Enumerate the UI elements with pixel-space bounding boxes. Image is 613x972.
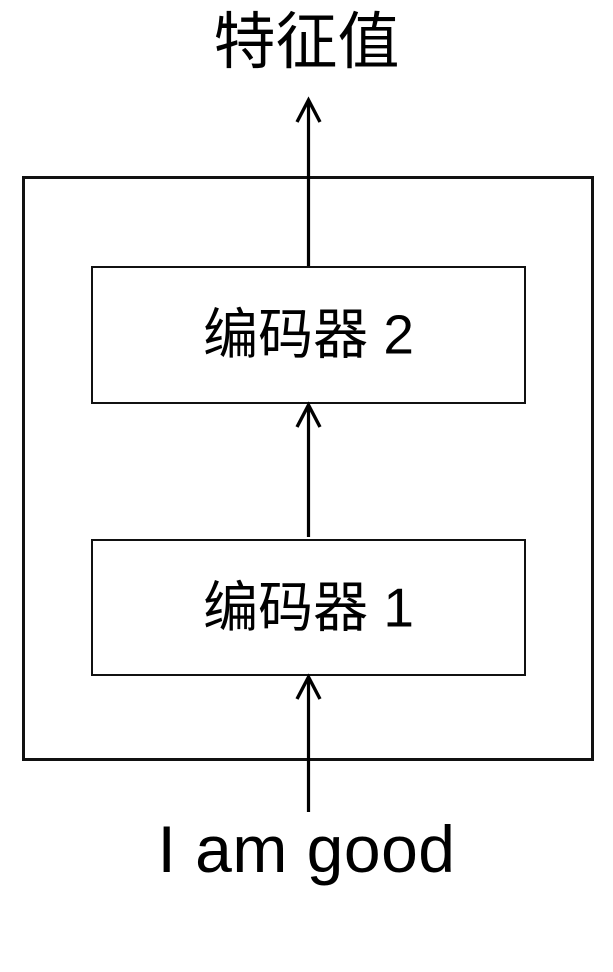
encoder-2-box: 编码器 2 [91, 266, 526, 404]
output-feature-label: 特征值 [213, 8, 400, 77]
input-text-label: I am good [157, 812, 456, 886]
encoder-2-label: 编码器 2 [203, 303, 414, 366]
encoder-1-label: 编码器 1 [203, 576, 414, 638]
encoder-1-box: 编码器 1 [91, 539, 526, 676]
